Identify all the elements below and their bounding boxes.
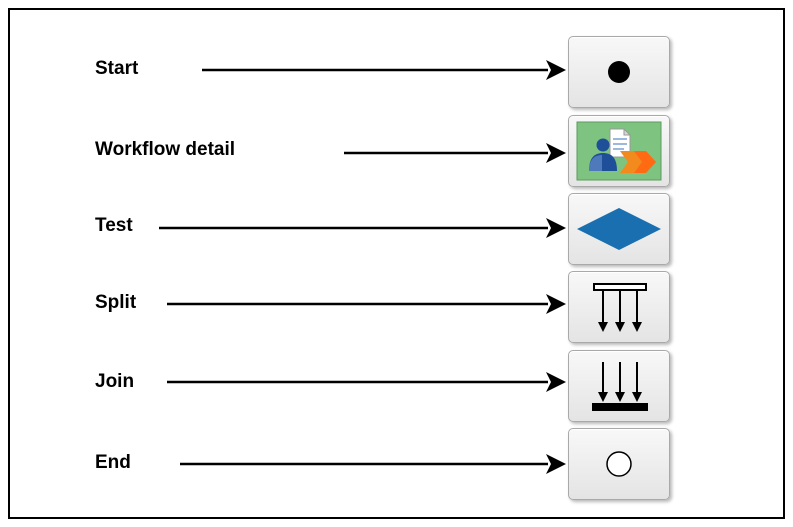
start-button[interactable] bbox=[568, 36, 670, 108]
filled-circle-icon bbox=[608, 61, 630, 83]
diamond-icon bbox=[577, 208, 661, 250]
workflow-detail-button[interactable] bbox=[568, 115, 670, 187]
label-workflow-detail: Workflow detail bbox=[95, 139, 236, 160]
hollow-circle-icon bbox=[606, 451, 632, 477]
label-end: End bbox=[95, 452, 131, 473]
end-button[interactable] bbox=[568, 428, 670, 500]
split-icon bbox=[593, 283, 647, 332]
label-test: Test bbox=[95, 215, 133, 236]
workflow-detail-icon bbox=[576, 121, 662, 181]
label-split: Split bbox=[95, 292, 137, 313]
test-button[interactable] bbox=[568, 193, 670, 265]
label-join: Join bbox=[95, 371, 135, 392]
join-button[interactable] bbox=[568, 350, 670, 422]
join-icon bbox=[592, 362, 648, 411]
label-start: Start bbox=[95, 58, 139, 79]
split-button[interactable] bbox=[568, 271, 670, 343]
